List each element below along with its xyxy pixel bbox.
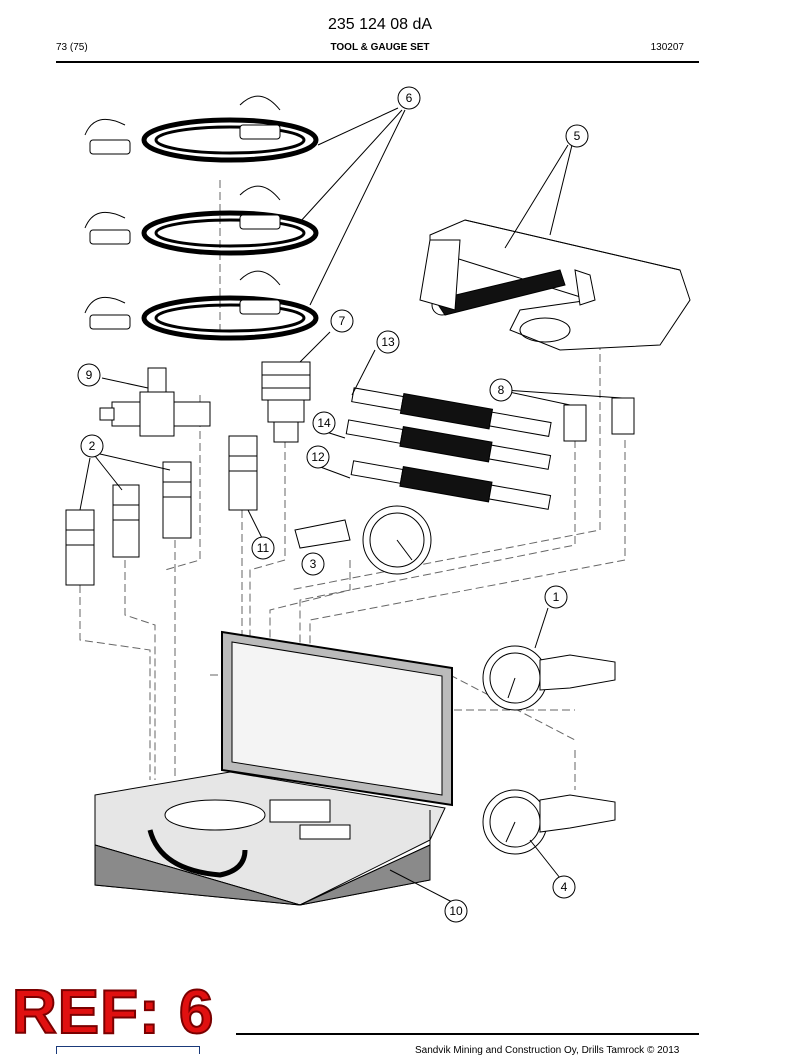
svg-text:12: 12 (311, 450, 325, 464)
tee-fitting (99, 367, 211, 437)
plug-fittings (563, 397, 635, 442)
svg-text:9: 9 (86, 368, 93, 382)
callout-2: 2 (80, 434, 104, 458)
ref-label: REF: 6 (11, 978, 215, 1047)
callout-13: 13 (376, 330, 400, 354)
page-title: TOOL & GAUGE SET (330, 42, 430, 53)
leader-lines (79, 107, 623, 903)
spanner-tool (419, 219, 691, 351)
svg-text:5: 5 (574, 129, 581, 143)
svg-text:7: 7 (339, 314, 346, 328)
test-point-connectors (65, 435, 258, 586)
callout-8: 8 (489, 378, 513, 402)
callout-9: 9 (77, 363, 101, 387)
pressure-gauge-large-1 (482, 645, 616, 711)
callout-14: 14 (312, 411, 336, 435)
svg-text:4: 4 (561, 880, 568, 894)
adapter-fitting (261, 361, 311, 443)
callout-7: 7 (330, 309, 354, 333)
svg-text:8: 8 (498, 383, 505, 397)
svg-text:11: 11 (257, 541, 270, 555)
company-logo (56, 1046, 200, 1054)
callout-5: 5 (565, 124, 589, 148)
callout-4: 4 (552, 875, 576, 899)
callout-6: 6 (397, 86, 421, 110)
svg-text:10: 10 (449, 904, 463, 918)
document-date: 130207 (650, 42, 684, 53)
svg-text:2: 2 (89, 439, 96, 453)
svg-text:13: 13 (381, 335, 395, 349)
gauge-hoses (345, 387, 552, 510)
callout-3: 3 (301, 552, 325, 576)
svg-text:3: 3 (310, 557, 317, 571)
callout-12: 12 (306, 445, 330, 469)
hose-coil-group (84, 95, 319, 341)
svg-text:1: 1 (553, 590, 560, 604)
page-number: 73 (75) (56, 42, 88, 53)
carrying-case (94, 630, 453, 906)
footer-rule (236, 1033, 699, 1035)
callout-10: 10 (444, 899, 468, 923)
document-number: 235 124 08 dA (327, 16, 433, 33)
svg-text:6: 6 (406, 91, 413, 105)
callout-11: 11 (251, 536, 275, 560)
header-rule (56, 61, 699, 63)
callout-1: 1 (544, 585, 568, 609)
pressure-gauge-small (294, 505, 432, 575)
footer-copyright: Sandvik Mining and Construction Oy, Dril… (415, 1045, 680, 1056)
svg-text:14: 14 (317, 416, 331, 430)
pressure-gauge-large-4 (482, 789, 616, 855)
